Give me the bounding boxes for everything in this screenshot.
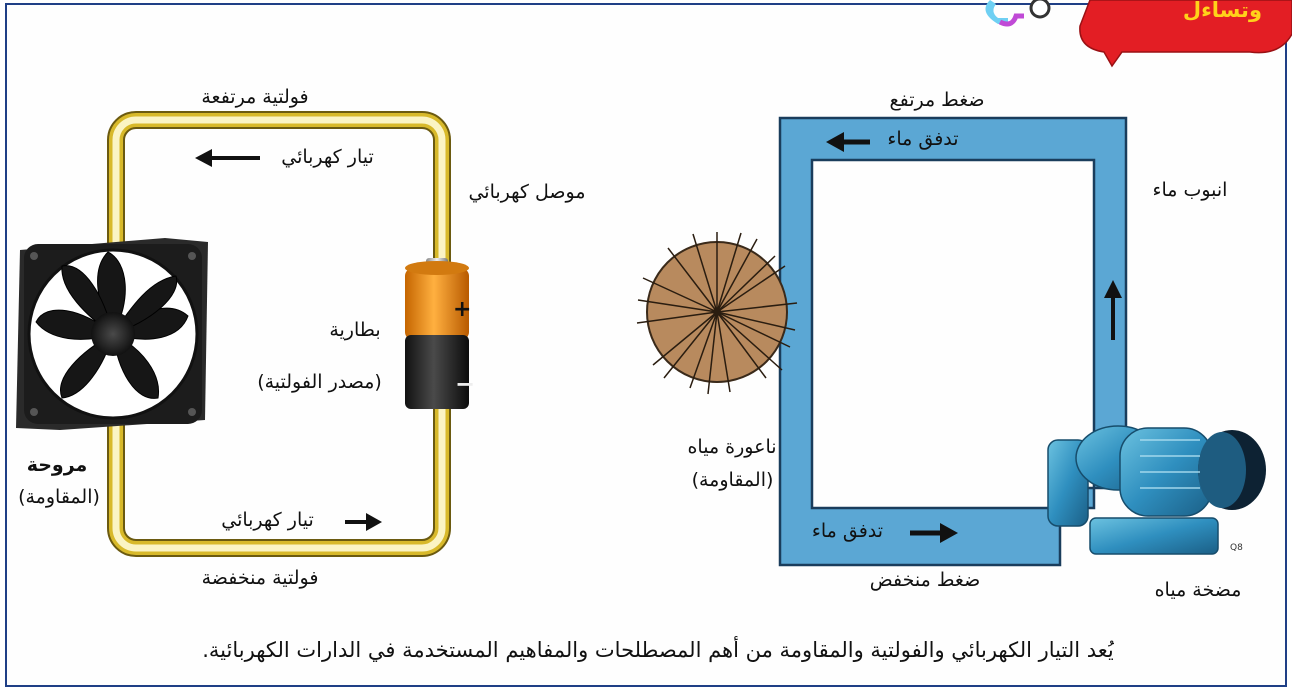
high-voltage-label: فولتية مرتفعة — [201, 86, 309, 108]
pump-tag: Q8 — [1230, 543, 1243, 553]
water-flow-arrow-bottom — [910, 523, 958, 543]
battery-minus-sign: − — [455, 370, 475, 398]
fan-label: مروحة — [26, 454, 88, 476]
waterwheel-label: ناعورة مياه — [687, 436, 777, 458]
low-pressure-label: ضغط منخفض — [869, 569, 981, 591]
battery-label: بطارية — [329, 319, 381, 341]
water-flow-arrow-top — [826, 132, 870, 152]
conductor-label: موصل كهربائي — [468, 181, 586, 203]
water-flow-arrow-up — [1104, 280, 1122, 340]
high-pressure-label: ضغط مرتفع — [889, 89, 985, 111]
fan-resistance-label: (المقاومة) — [18, 486, 100, 508]
badge-ribbon — [985, 0, 1292, 68]
waterwheel-resistance-label: (المقاومة) — [691, 469, 774, 491]
current-arrow-bottom — [345, 513, 382, 531]
battery-plus-sign: + — [453, 297, 471, 322]
water-pipe-label: انبوب ماء — [1152, 179, 1228, 201]
current-top-label: تيار كهربائي — [281, 146, 374, 168]
badge-text: وتساءل — [1182, 0, 1262, 22]
current-arrow-top — [195, 149, 260, 167]
battery-icon: + − — [405, 258, 475, 409]
waterwheel-icon — [636, 232, 798, 395]
pump-label: مضخة مياه — [1154, 579, 1242, 601]
fan-icon — [16, 238, 208, 430]
water-flow-top-label: تدفق ماء — [887, 128, 959, 150]
water-flow-bottom-label: تدفق ماء — [811, 520, 884, 542]
voltage-source-label: (مصدر الفولتية) — [257, 371, 382, 393]
current-bottom-label: تيار كهربائي — [221, 509, 314, 531]
water-pump-icon: Q8 — [1047, 425, 1266, 555]
figure-caption: يُعد التيار الكهربائي والفولتية والمقاوم… — [202, 638, 1114, 662]
low-voltage-label: فولتية منخفضة — [201, 567, 319, 589]
